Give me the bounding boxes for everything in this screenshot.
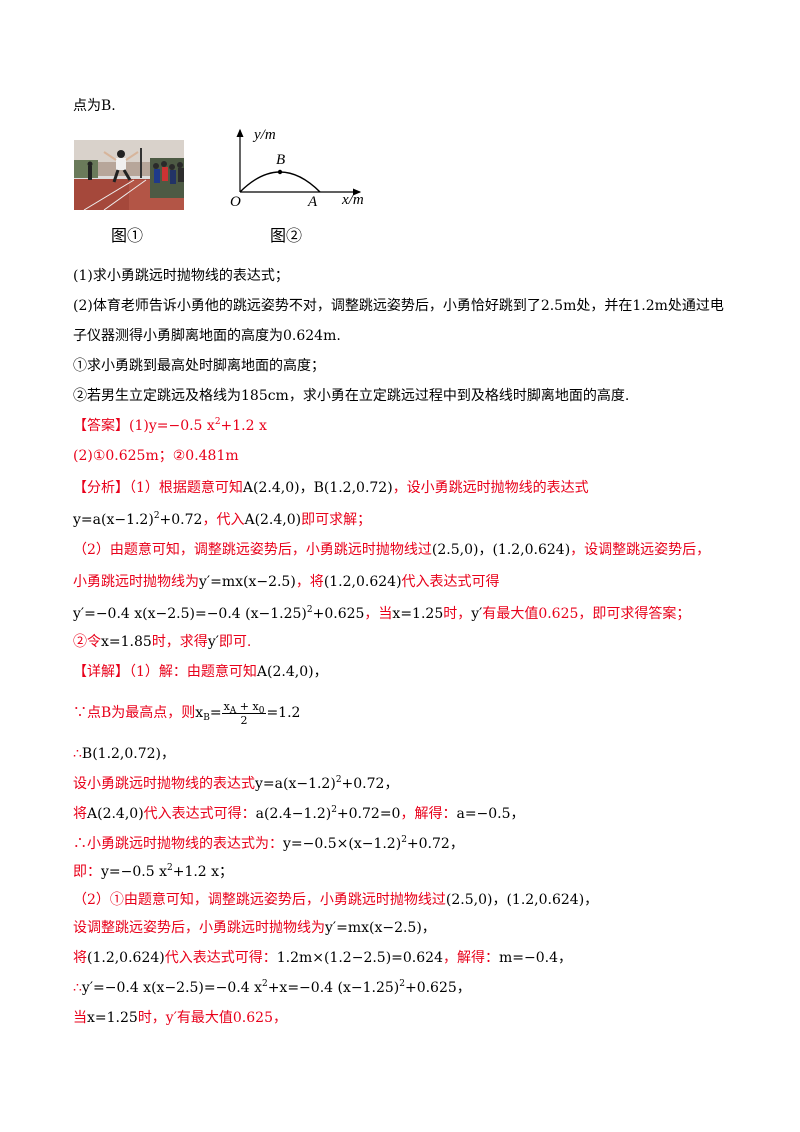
question-2-line-2: 子仪器测得小勇脚离地面的高度为0.624m. bbox=[73, 328, 341, 344]
detail-line-4: 设小勇跳远时抛物线的表达式y=a(x−1.2)2+0.72， bbox=[73, 775, 399, 793]
analysis-line-4: 小勇跳远时抛物线为y′=mx(x−2.5)，将(1.2,0.624)代入表达式可… bbox=[73, 574, 500, 590]
question-1: (1)求小勇跳远时抛物线的表达式； bbox=[73, 268, 289, 284]
answer-line-2: (2)①0.625m；②0.481m bbox=[73, 448, 239, 464]
question-2-sub-2: ②若男生立定跳远及格线为185cm，求小勇在立定跳远过程中到及格线时脚离地面的高… bbox=[73, 388, 630, 404]
x-axis-label: x/m bbox=[341, 192, 364, 208]
detail-line-12: 当x=1.25时，y′有最大值0.625， bbox=[73, 1010, 287, 1026]
point-b-label: B bbox=[276, 152, 285, 168]
answer-tag: 【答案】 bbox=[73, 418, 129, 434]
detail-line-10: 将(1.2,0.624)代入表达式可得：1.2m×(1.2−2.5)=0.624… bbox=[73, 950, 572, 966]
question-2-line-1: (2)体育老师告诉小勇他的跳远姿势不对，调整跳远姿势后，小勇恰好跳到了2.5m处… bbox=[73, 298, 724, 314]
detail-tag: 【详解】 bbox=[73, 664, 129, 680]
figure-1-caption: 图① bbox=[111, 226, 144, 245]
detail-line-8: （2）①由题意可知，调整跳远姿势后，小勇跳远时抛物线过(2.5,0)，(1.2,… bbox=[73, 892, 599, 908]
point-a-label: A bbox=[307, 194, 318, 210]
question-2-sub-1: ①求小勇跳到最高处时脚离地面的高度； bbox=[73, 358, 325, 374]
analysis-line-6: ②令x=1.85时，求得y′即可. bbox=[73, 634, 252, 650]
detail-line-9: 设调整跳远姿势后，小勇跳远时抛物线为y′=mx(x−2.5)， bbox=[73, 920, 436, 936]
answer-line-1: 【答案】(1)y=−0.5 x2+1.2 x bbox=[73, 417, 267, 435]
detail-line-6: ∴小勇跳远时抛物线的表达式为：y=−0.5×(x−1.2)2+0.72， bbox=[73, 835, 464, 853]
detail-line-5: 将A(2.4,0)代入表达式可得：a(2.4−1.2)2+0.72=0，解得：a… bbox=[73, 805, 525, 823]
detail-line-3: ∴B(1.2,0.72)， bbox=[73, 746, 176, 762]
analysis-line-5: y′=−0.4 x(x−2.5)=−0.4 (x−1.25)2+0.625，当x… bbox=[73, 605, 691, 623]
parabola-graph: y/m x/m O A B bbox=[222, 126, 382, 211]
detail-line-11: ∴y′=−0.4 x(x−2.5)=−0.4 x2+x=−0.4 (x−1.25… bbox=[73, 979, 471, 997]
detail-line-7: 即：y=−0.5 x2+1.2 x； bbox=[73, 863, 234, 881]
analysis-line-2: y=a(x−1.2)2+0.72，代入A(2.4,0)即可求解； bbox=[73, 511, 372, 529]
intro-text: 点为B. bbox=[73, 98, 116, 114]
analysis-line-3: （2）由题意可知，调整跳远姿势后，小勇跳远时抛物线过(2.5,0)，(1.2,0… bbox=[73, 542, 711, 558]
origin-label: O bbox=[230, 194, 241, 210]
figure-2-caption: 图② bbox=[270, 226, 303, 245]
analysis-line-1: 【分析】（1）根据题意可知A(2.4,0)，B(1.2,0.72)，设小勇跳远时… bbox=[73, 480, 589, 496]
analysis-tag: 【分析】 bbox=[73, 480, 129, 496]
y-axis-label: y/m bbox=[252, 127, 276, 143]
detail-line-1: 【详解】（1）解：由题意可知A(2.4,0)， bbox=[73, 664, 328, 680]
long-jump-photo bbox=[74, 140, 184, 210]
